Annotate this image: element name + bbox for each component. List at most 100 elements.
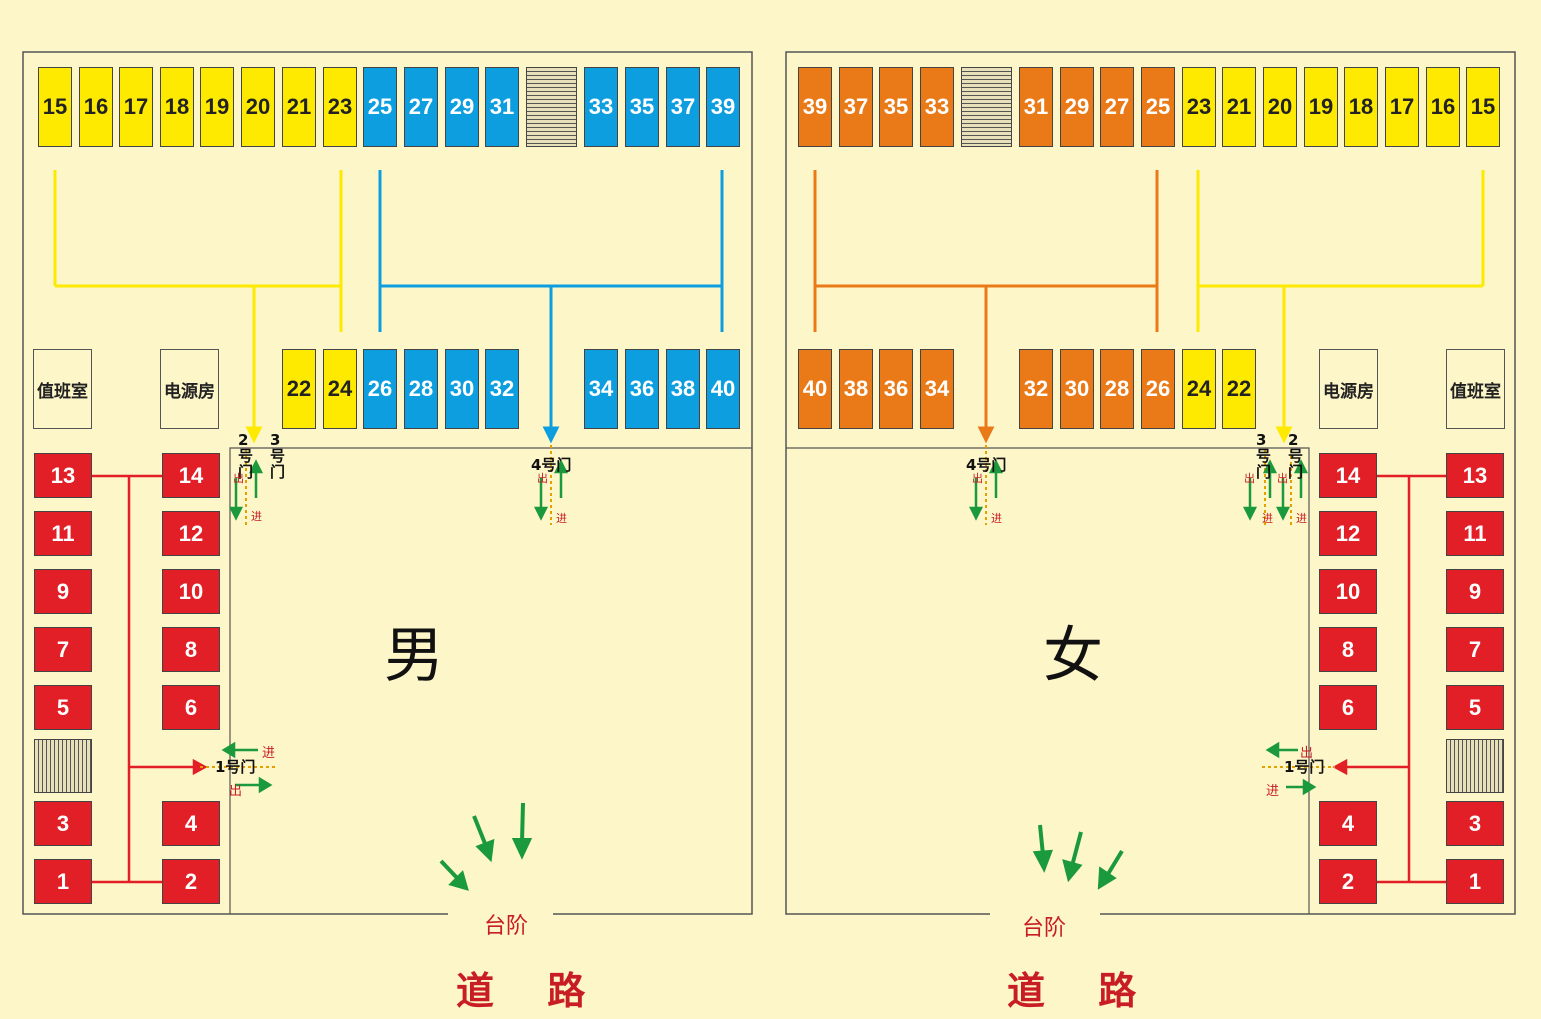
male-room-mid-26: 26: [363, 349, 397, 429]
female-room-top-17: 17: [1385, 67, 1419, 147]
female-room-top-21: 21: [1222, 67, 1256, 147]
male-room-mid-24: 24: [323, 349, 357, 429]
entrance-arrows: [439, 802, 1124, 891]
female-gate-2-out: 出: [1277, 472, 1288, 485]
female-room-mid-34: 34: [920, 349, 954, 429]
male-room-top-15: 15: [38, 67, 72, 147]
male-gate-1-label: 1号门: [215, 758, 256, 776]
female-orange-route: [813, 170, 1159, 444]
female-room-top-15: 15: [1466, 67, 1500, 147]
female-road-label: 道 路: [1007, 969, 1157, 1013]
male-room-top-16: 16: [79, 67, 113, 147]
female-room-top-20: 20: [1263, 67, 1297, 147]
female-gate-1-label: 1号门: [1284, 758, 1325, 776]
male-building-outline: [22, 51, 753, 915]
female-building-outline: [785, 51, 1516, 915]
male-gate-2-label: 2号门: [238, 431, 254, 481]
male-gate-2-out: 出: [233, 472, 244, 485]
female-room-mid-40: 40: [798, 349, 832, 429]
male-room-mid-28: 28: [404, 349, 438, 429]
male-room-left-7: 7: [34, 627, 92, 672]
male-gate-4-label: 4号门: [531, 456, 572, 474]
male-room-mid-36: 36: [625, 349, 659, 429]
female-room-top-27: 27: [1100, 67, 1134, 147]
female-room-top-16: 16: [1426, 67, 1460, 147]
female-room-top-29: 29: [1060, 67, 1094, 147]
male-room-mid-32: 32: [485, 349, 519, 429]
male-room-left-13: 13: [34, 453, 92, 498]
female-gate-3-label: 3号门: [1256, 431, 1272, 481]
male-room-top-17: 17: [119, 67, 153, 147]
female-room-mid-32: 32: [1019, 349, 1053, 429]
male-room-left-1: 1: [34, 859, 92, 904]
male-red-route: [92, 474, 208, 884]
male-room-top-37: 37: [666, 67, 700, 147]
female-room-left-8: 8: [1319, 627, 1377, 672]
male-room-mid-40: 40: [706, 349, 740, 429]
female-room-mid-24: 24: [1182, 349, 1216, 429]
female-room-left-12: 12: [1319, 511, 1377, 556]
female-room-right-13: 13: [1446, 453, 1504, 498]
female-gate-2-in: 进: [1296, 512, 1307, 525]
female-gate-4-in: 进: [991, 512, 1002, 525]
male-gate-4-out: 出: [537, 472, 548, 485]
female-room-top-37: 37: [839, 67, 873, 147]
female-room-right-1: 1: [1446, 859, 1504, 904]
female-room-left-10: 10: [1319, 569, 1377, 614]
male-room-left-11: 11: [34, 511, 92, 556]
male-room-top-21: 21: [282, 67, 316, 147]
male-room-left-9: 9: [34, 569, 92, 614]
female-room-right-5: 5: [1446, 685, 1504, 730]
male-gate-1-in: 进: [262, 746, 276, 761]
male-room-right-8: 8: [162, 627, 220, 672]
male-blue-route: [378, 170, 724, 444]
female-room-top-39: 39: [798, 67, 832, 147]
female-room-top-18: 18: [1344, 67, 1378, 147]
male-room-mid-30: 30: [445, 349, 479, 429]
female-room-mid-30: 30: [1060, 349, 1094, 429]
male-room-top-39: 39: [706, 67, 740, 147]
female-room-right-7: 7: [1446, 627, 1504, 672]
female-gate-4-label: 4号门: [966, 456, 1007, 474]
male-road-label: 道 路: [456, 969, 606, 1013]
female-gate-1-out: 出: [1300, 746, 1314, 761]
male-room-top-19: 19: [200, 67, 234, 147]
female-room-right-11: 11: [1446, 511, 1504, 556]
male-steps-label: 台阶: [484, 914, 529, 939]
male-room-mid-22: 22: [282, 349, 316, 429]
female-red-route: [1332, 474, 1447, 884]
male-room-top-25: 25: [363, 67, 397, 147]
male-room-left-3: 3: [34, 801, 92, 846]
male-left-stairs: [34, 739, 92, 793]
female-gate-1-in: 进: [1266, 784, 1280, 799]
male-room-right-4: 4: [162, 801, 220, 846]
female-room-mid-36: 36: [879, 349, 913, 429]
male-top-stairs: [526, 67, 577, 147]
male-gate-4-in: 进: [556, 512, 567, 525]
male-room-top-23: 23: [323, 67, 357, 147]
male-room-top-31: 31: [485, 67, 519, 147]
male-room-top-35: 35: [625, 67, 659, 147]
female-room-top-19: 19: [1304, 67, 1338, 147]
male-room-mid-34: 34: [584, 349, 618, 429]
female-gate-4-out: 出: [972, 472, 983, 485]
male-room-top-27: 27: [404, 67, 438, 147]
male-room-right-14: 14: [162, 453, 220, 498]
female-gate-2-label: 2号门: [1288, 431, 1304, 481]
male-room-left-5: 5: [34, 685, 92, 730]
female-gate-3-in: 进: [1262, 512, 1273, 525]
green-flow-arrows: [221, 459, 1317, 796]
female-room-left-2: 2: [1319, 859, 1377, 904]
female-power-room: 电源房: [1319, 349, 1378, 429]
male-room-right-6: 6: [162, 685, 220, 730]
female-yellow-route: [1196, 170, 1485, 444]
male-room-top-18: 18: [160, 67, 194, 147]
female-room-mid-22: 22: [1222, 349, 1256, 429]
female-room-top-23: 23: [1182, 67, 1216, 147]
female-room-left-4: 4: [1319, 801, 1377, 846]
male-room-mid-38: 38: [666, 349, 700, 429]
female-duty-room: 值班室: [1446, 349, 1505, 429]
female-room-right-3: 3: [1446, 801, 1504, 846]
